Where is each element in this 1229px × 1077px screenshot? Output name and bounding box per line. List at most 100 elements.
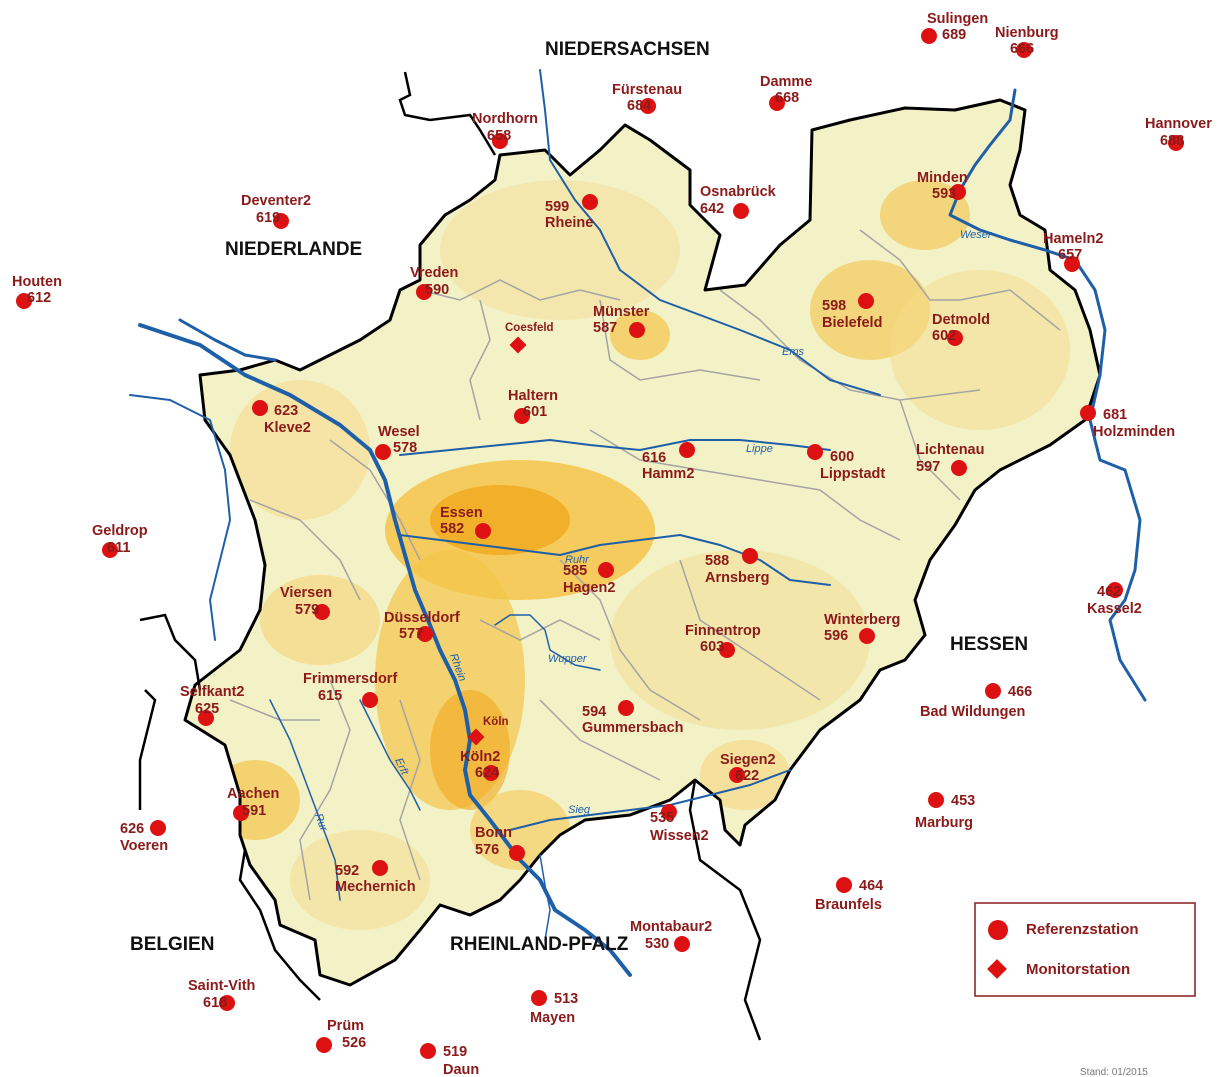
river-rur: [269, 699, 341, 901]
station-name: Vreden: [410, 265, 458, 281]
reference-station-icon: [921, 28, 937, 44]
station-value: 658: [487, 128, 511, 144]
station-köln[interactable]: Köln: [467, 716, 509, 746]
station-value: 591: [242, 803, 266, 819]
station-value: 462: [1097, 584, 1121, 600]
station-value: 535: [650, 810, 674, 826]
river-rhein-nl: [178, 318, 277, 362]
station-name: Gummersbach: [582, 720, 684, 736]
district-line: [249, 499, 361, 601]
reference-station-icon: [417, 626, 433, 642]
reference-station-icon: [951, 460, 967, 476]
density-eifel: [290, 830, 430, 930]
river-label: Ruhr: [565, 554, 590, 566]
reference-station-icon: [807, 444, 823, 460]
station-name: Prüm: [327, 1018, 364, 1034]
density-minden: [880, 180, 970, 250]
station-value: 668: [775, 90, 799, 106]
station-name: Lippstadt: [820, 466, 885, 482]
station-name: Coesfeld: [505, 322, 554, 334]
rivers: [129, 69, 1147, 977]
reference-station-icon: [150, 820, 166, 836]
station-name: Mayen: [530, 1010, 575, 1026]
station-value: 576: [475, 842, 499, 858]
river-sieg: [509, 769, 791, 831]
reference-station-icon: [492, 133, 508, 149]
reference-station-icon: [16, 293, 32, 309]
station-value: 588: [705, 553, 729, 569]
region-label: HESSEN: [950, 634, 1028, 655]
region-label: NIEDERSACHSEN: [545, 39, 710, 60]
station-name: Fürstenau: [612, 82, 682, 98]
station-name: Geldrop: [92, 523, 148, 539]
reference-station-icon: [947, 330, 963, 346]
station-name: Düsseldorf: [384, 610, 460, 626]
station-name: Saint-Vith: [188, 978, 255, 994]
reference-station-icon: [928, 792, 944, 808]
reference-station-icon: [661, 804, 677, 820]
station-name: Bonn: [475, 825, 512, 841]
station-value: 666: [1010, 41, 1034, 57]
station-value: 579: [295, 602, 319, 618]
station-value: 623: [274, 403, 298, 419]
reference-station-icon: [314, 604, 330, 620]
station-name: Kleve2: [264, 420, 311, 436]
district-line: [479, 619, 601, 641]
border-be-nl: [139, 613, 202, 691]
credit-text: Stand: 01/2015: [1080, 1067, 1148, 1077]
reference-station-icon: [219, 995, 235, 1011]
station-coesfeld[interactable]: Coesfeld: [505, 322, 554, 354]
